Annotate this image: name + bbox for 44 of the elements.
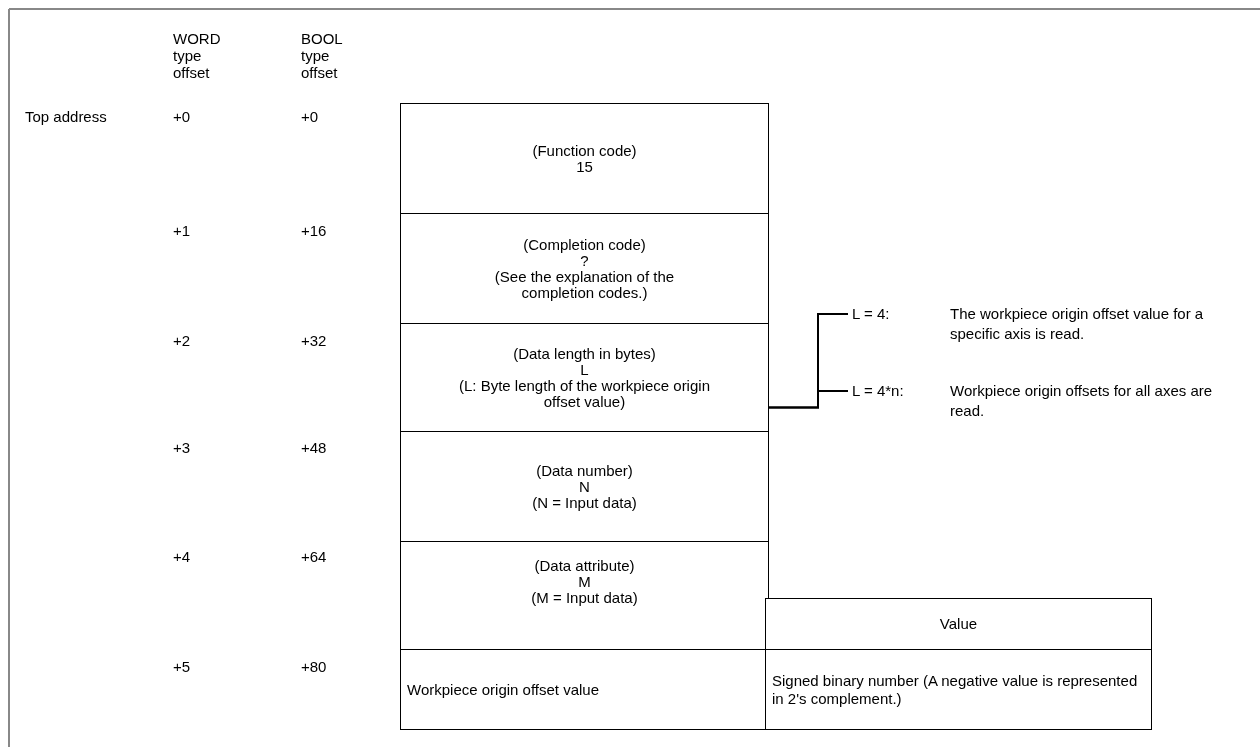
word-offset: +5 xyxy=(173,657,191,677)
field-name: (Data length in bytes) xyxy=(513,345,656,362)
bool-offset: +0 xyxy=(301,107,319,127)
field-name: (Completion code) xyxy=(523,236,646,253)
field-name: (Data attribute) xyxy=(534,557,635,574)
bool-offset: +64 xyxy=(301,547,327,567)
table-header-cell xyxy=(765,598,1152,650)
word-offset: +0 xyxy=(173,107,191,127)
memory-word-box xyxy=(400,213,769,324)
condition-description: Workpiece origin offsets for all axes are read. xyxy=(950,381,1214,421)
field-name: Workpiece origin offset value xyxy=(407,680,600,699)
condition-description: The workpiece origin offset value for a specific axis is read. xyxy=(950,304,1205,344)
bracket-connector xyxy=(768,390,849,409)
bool-offset: +16 xyxy=(301,221,327,241)
field-value: ? xyxy=(580,252,589,269)
condition-label: L = 4: xyxy=(852,304,890,324)
field-note: (L: Byte length of the workpiece origin offset value) xyxy=(458,377,711,410)
table-body-cell xyxy=(765,649,1152,730)
field-note: (M = Input data) xyxy=(531,589,638,606)
memory-word-box xyxy=(400,541,769,650)
bool-offset: +32 xyxy=(301,331,327,351)
condition-label: L = 4*n: xyxy=(852,381,904,401)
column-heading: WORD type offset xyxy=(173,30,222,81)
bool-offset: +80 xyxy=(301,657,327,677)
field-value: 15 xyxy=(576,158,593,175)
field-note: (See the explanation of the completion codes.) xyxy=(493,268,676,301)
field-value: L xyxy=(580,361,589,378)
bool-offset: +48 xyxy=(301,438,327,458)
field-name: (Function code) xyxy=(532,142,637,159)
word-offset: +3 xyxy=(173,438,191,458)
memory-word-box xyxy=(400,103,769,214)
word-offset: +4 xyxy=(173,547,191,567)
field-value: M xyxy=(578,573,591,590)
memory-word-box xyxy=(400,431,769,542)
field-note: (N = Input data) xyxy=(532,494,637,511)
memory-word-box xyxy=(400,323,769,432)
column-heading: Value xyxy=(939,616,978,632)
value-description: Signed binary number (A negative value is represented in 2's complement.) xyxy=(772,671,1139,708)
column-heading: BOOL type offset xyxy=(301,30,344,81)
word-offset: +2 xyxy=(173,331,191,351)
word-offset: +1 xyxy=(173,221,191,241)
row-label: Top address xyxy=(25,107,107,127)
field-name: (Data number) xyxy=(536,462,633,479)
field-value: N xyxy=(579,478,590,495)
